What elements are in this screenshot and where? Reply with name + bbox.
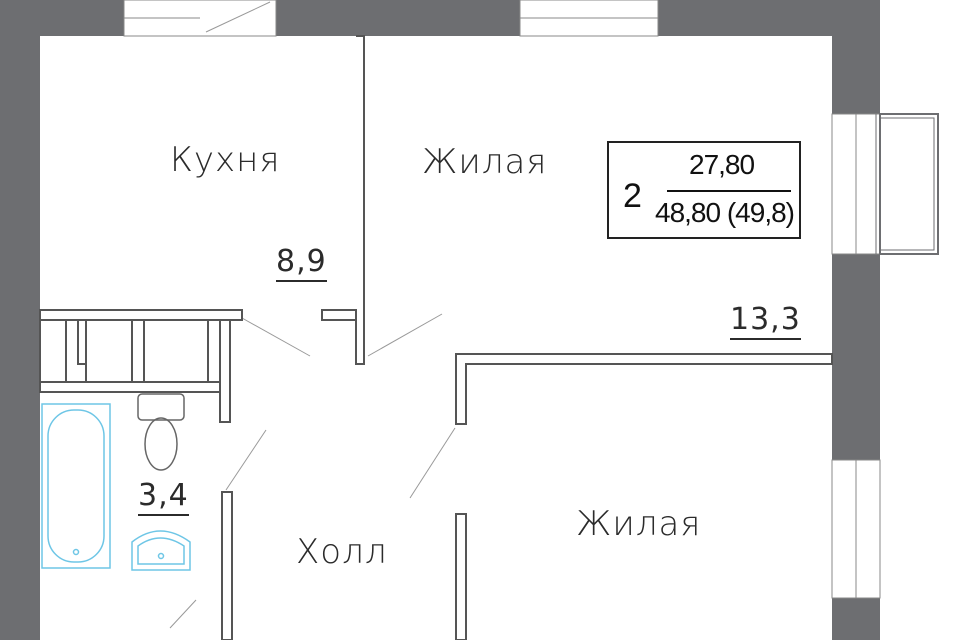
bathtub [41,403,111,569]
living-room-top-name: Жилая [422,142,548,182]
door-swings [169,1,456,629]
kitchen-name: Кухня [170,140,281,180]
living-room-top-area: 13,3 [730,304,801,340]
apartment-info-box: 2 27,80 48,80 (49,8) [607,141,801,239]
living-room-bottom-name: Жилая [576,504,702,544]
kitchen-area: 8,9 [276,246,327,282]
interior-walls [39,35,833,640]
living-area: 27,80 [689,149,755,180]
toilet [137,393,185,471]
sink [131,530,191,571]
exterior-walls [0,0,880,640]
hall-name: Холл [296,532,388,572]
total-area: 48,80 (49,8) [655,197,795,228]
rooms-count: 2 [623,177,642,215]
balcony [875,113,939,255]
fraction-line [667,190,791,192]
window-frames [123,0,881,599]
bathroom-area: 3,4 [138,480,189,516]
